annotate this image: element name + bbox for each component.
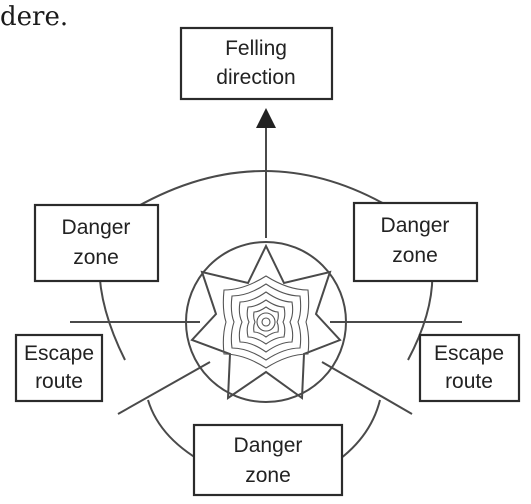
right-escape-route-line [321, 361, 413, 415]
escape-route-left-label-line1: Escape [24, 342, 94, 365]
danger-zone-bottom-box: Danger zone [192, 423, 344, 497]
danger-zone-bottom-label-line2: zone [245, 464, 291, 487]
left-escape-route-line [117, 361, 211, 415]
escape-route-left-label-line2: route [35, 370, 83, 393]
danger-zone-right-label-line2: zone [392, 244, 438, 267]
growth-rings [222, 275, 310, 369]
felling-direction-label-line2: direction [216, 66, 295, 89]
danger-zone-left-label-line1: Danger [62, 216, 131, 239]
escape-route-left-box: Escape route [14, 333, 104, 403]
escape-route-right-label-line1: Escape [434, 342, 504, 365]
felling-direction-label-line1: Felling [225, 37, 287, 60]
danger-zone-right-box: Danger zone [352, 201, 479, 283]
danger-zone-left-label-line2: zone [73, 246, 119, 269]
danger-zone-left-box: Danger zone [33, 203, 160, 283]
danger-zone-bottom-label-line1: Danger [234, 434, 303, 457]
felling-direction-box: Felling direction [179, 26, 334, 101]
danger-zone-right-label-line1: Danger [381, 214, 450, 237]
escape-route-right-box: Escape route [418, 333, 521, 403]
top-danger-arc [127, 170, 399, 213]
tree-stump [185, 241, 347, 403]
preceding-text-fragment: dere. [0, 2, 69, 32]
escape-route-right-label-line2: route [445, 370, 493, 393]
